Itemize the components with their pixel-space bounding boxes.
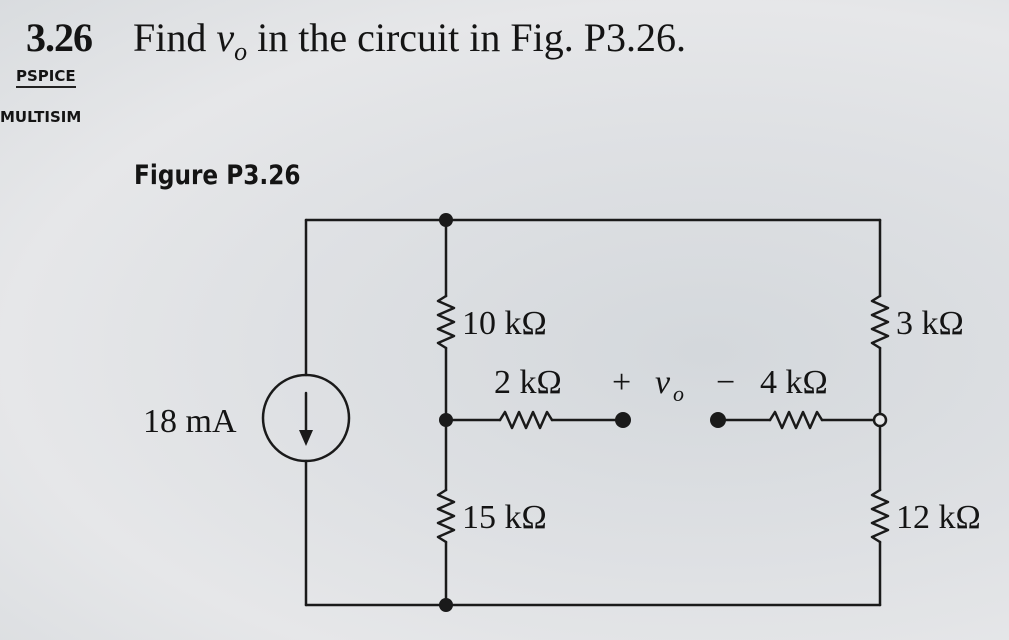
resistor-4k-label: 4 kΩ [760, 364, 828, 401]
node-right [872, 412, 888, 428]
resistor-3k-label: 3 kΩ [896, 305, 964, 342]
multisim-tag: MULTISIM [0, 108, 82, 126]
resistor-2k-zigzag [498, 410, 554, 430]
vo-minus-sign: − [716, 364, 735, 401]
pspice-tag: PSPICE [16, 67, 76, 88]
terminal-minus [710, 412, 726, 428]
statement-variable: v [216, 15, 235, 60]
node-bottom-middle [439, 598, 453, 612]
vo-subscript: o [673, 381, 684, 406]
resistor-15k-label: 15 kΩ [462, 499, 547, 536]
node-top-middle [439, 213, 453, 227]
resistor-10k-label: 10 kΩ [462, 305, 547, 342]
terminal-plus [615, 412, 631, 428]
statement-suffix: in the circuit in Fig. P3.26. [247, 15, 686, 60]
figure-caption: Figure P3.26 [134, 160, 301, 191]
node-middle [439, 413, 453, 427]
current-source-arrow-head [299, 430, 313, 446]
resistor-12k-zigzag [870, 488, 890, 544]
resistor-2k-label: 2 kΩ [494, 364, 562, 401]
statement-variable-subscript: o [234, 37, 248, 66]
resistor-15k-zigzag [436, 488, 456, 544]
vo-variable: v [655, 364, 671, 401]
statement-prefix: Find [133, 15, 217, 60]
problem-number: 3.26 [26, 15, 93, 60]
current-source-circle [261, 373, 351, 463]
vo-plus-sign: + [612, 364, 631, 401]
problem-statement: Find vo in the circuit in Fig. P3.26. [133, 14, 686, 67]
current-source-label: 18 mA [143, 403, 237, 440]
resistor-4k-zigzag [768, 410, 824, 430]
resistor-12k-label: 12 kΩ [896, 499, 981, 536]
resistor-3k-zigzag [870, 294, 890, 350]
resistor-10k-zigzag [436, 294, 456, 350]
